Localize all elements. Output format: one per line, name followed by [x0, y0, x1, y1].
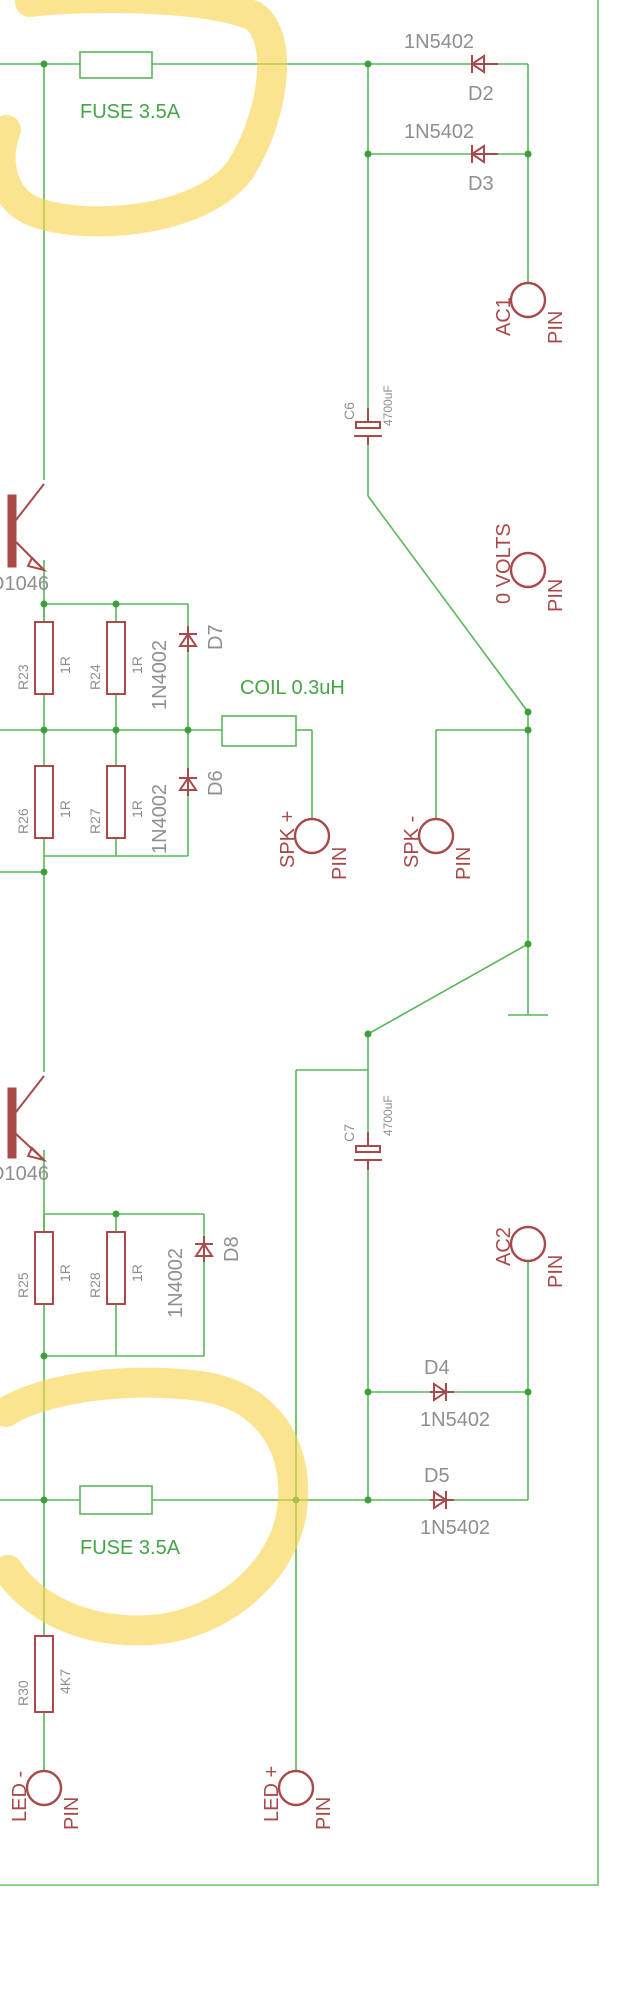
- transistor-bottom-part: D1046: [0, 1163, 49, 1185]
- resistor-r28: [106, 1231, 126, 1305]
- pad-spk-plus: [293, 817, 331, 855]
- diode-d5-part: 1N5402: [420, 1517, 490, 1539]
- diode-d4-name: D4: [424, 1357, 450, 1379]
- transistor-top: [7, 483, 48, 572]
- pad-led-minus-pin: PIN: [61, 1797, 83, 1830]
- pad-led-plus: [277, 1769, 315, 1807]
- diode-d3: [470, 144, 498, 164]
- resistor-r27-name: R27: [87, 808, 103, 834]
- resistor-r28-name: R28: [87, 1272, 103, 1298]
- highlight-bottom-fuse: [0, 1367, 309, 1646]
- diode-d7-name: D7: [205, 624, 227, 650]
- pad-spk-plus-pin: PIN: [329, 847, 351, 880]
- fuse-bottom: [79, 1485, 153, 1515]
- fuse-top: [79, 51, 153, 79]
- pad-zero-volts-pin: PIN: [545, 579, 567, 612]
- pad-ac1-pin: PIN: [545, 311, 567, 344]
- resistor-r23-value: 1R: [57, 656, 73, 674]
- pad-spk-plus-name: SPK +: [277, 811, 299, 868]
- capacitor-c7: [354, 1132, 382, 1170]
- diode-d2-part: 1N5402: [404, 31, 474, 53]
- diode-d4: [430, 1382, 454, 1402]
- pad-spk-minus: [417, 817, 455, 855]
- resistor-r27-value: 1R: [129, 800, 145, 818]
- resistor-r25-name: R25: [15, 1272, 31, 1298]
- resistor-r23: [34, 621, 54, 695]
- board-outline: [0, 0, 599, 1886]
- capacitor-c6-name: C6: [341, 402, 357, 420]
- transistor-top-part: D1046: [0, 573, 49, 595]
- pad-zero-volts: [509, 551, 547, 589]
- coil: [221, 715, 297, 747]
- resistor-r30-value: 4K7: [57, 1669, 73, 1694]
- diode-d8-part: 1N4002: [165, 1248, 187, 1318]
- diode-d6-part: 1N4002: [149, 784, 171, 854]
- resistor-r24-name: R24: [87, 664, 103, 690]
- highlight-top-fuse: [0, 0, 287, 237]
- diode-d5-name: D5: [424, 1465, 450, 1487]
- diode-d4-part: 1N5402: [420, 1409, 490, 1431]
- capacitor-c7-value: 4700uF: [381, 1095, 395, 1136]
- diode-d3-part: 1N5402: [404, 121, 474, 143]
- diode-d7-part: 1N4002: [149, 640, 171, 710]
- transistor-bottom: [7, 1075, 48, 1162]
- diode-d6-name: D6: [205, 770, 227, 796]
- pad-ac2: [509, 1225, 547, 1263]
- resistor-r26-value: 1R: [57, 800, 73, 818]
- capacitor-c6: [354, 408, 382, 445]
- resistor-r28-value: 1R: [129, 1264, 145, 1282]
- pad-spk-minus-pin: PIN: [453, 847, 475, 880]
- diode-d2: [470, 54, 498, 74]
- diode-d5: [430, 1490, 454, 1510]
- pad-ac2-name: AC2: [493, 1227, 515, 1266]
- fuse-bottom-label: FUSE 3.5A: [80, 1537, 181, 1559]
- pad-led-plus-pin: PIN: [313, 1797, 335, 1830]
- diode-d2-name: D2: [468, 83, 494, 105]
- diode-d7: [178, 626, 198, 652]
- resistor-r23-name: R23: [15, 664, 31, 690]
- resistor-r27: [106, 765, 126, 839]
- resistor-r24-value: 1R: [129, 656, 145, 674]
- diode-d3-name: D3: [468, 173, 494, 195]
- fuse-top-label: FUSE 3.5A: [80, 101, 181, 123]
- coil-label: COIL 0.3uH: [240, 677, 345, 699]
- resistor-r25: [34, 1231, 54, 1305]
- resistor-r30: [34, 1635, 54, 1713]
- diode-d8-name: D8: [221, 1236, 243, 1262]
- resistor-r26-name: R26: [15, 808, 31, 834]
- resistor-r25-value: 1R: [57, 1264, 73, 1282]
- pad-ac2-pin: PIN: [545, 1255, 567, 1288]
- resistor-r30-name: R30: [15, 1680, 31, 1706]
- pad-ac1-name: AC1: [493, 297, 515, 336]
- diode-d6: [178, 768, 198, 796]
- pad-led-plus-name: LED +: [261, 1766, 283, 1822]
- pad-led-minus: [25, 1769, 63, 1807]
- resistor-r24: [106, 621, 126, 695]
- pad-zero-volts-name: 0 VOLTS: [493, 523, 515, 604]
- capacitor-c7-name: C7: [341, 1124, 357, 1142]
- resistor-r26: [34, 765, 54, 839]
- pad-spk-minus-name: SPK -: [401, 816, 423, 868]
- pad-ac1: [509, 281, 547, 319]
- diode-d8: [194, 1236, 214, 1262]
- pad-led-minus-name: LED -: [9, 1771, 31, 1822]
- capacitor-c6-value: 4700uF: [381, 385, 395, 426]
